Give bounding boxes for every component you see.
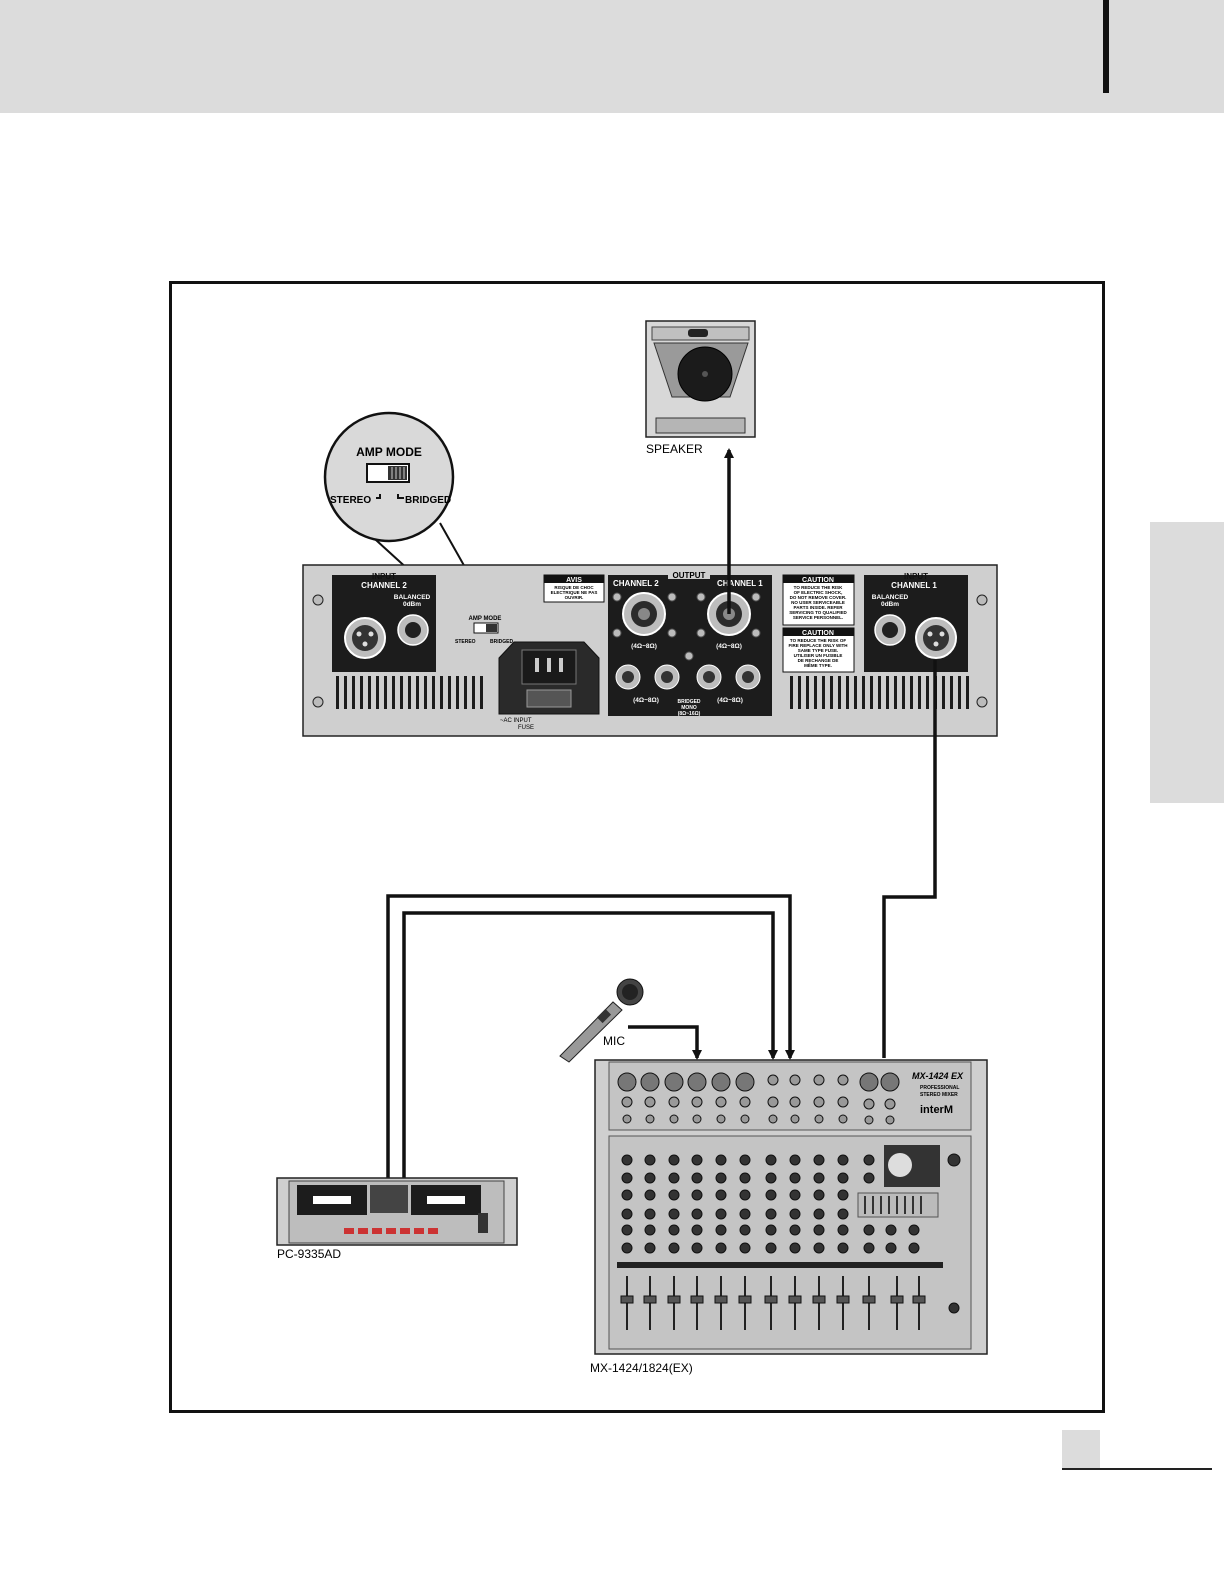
cable-mixer-to-amp xyxy=(882,660,937,1058)
page-number-box xyxy=(1062,1430,1100,1468)
amp-stereo-small: STEREO xyxy=(455,639,476,645)
speaker xyxy=(645,320,756,438)
amp-balanced-right: BALANCED xyxy=(872,594,909,601)
caution-1-title: CAUTION xyxy=(802,577,834,584)
amp-mode-small-label: AMP MODE xyxy=(469,616,502,622)
header-band xyxy=(0,0,1224,113)
amp-ac-input-label: ~AC INPUT xyxy=(500,718,532,724)
amp-level-right: 0dBm xyxy=(881,601,899,608)
diagram-frame xyxy=(169,281,1105,1413)
mixer-subtitle-1: PROFESSIONAL xyxy=(920,1085,959,1091)
side-tab xyxy=(1150,522,1224,803)
caution-2-line: FIRE REPLACE ONLY WITH xyxy=(788,643,847,648)
cable-mic-to-mixer xyxy=(628,1025,702,1060)
caution-1-line: SERVICE PERSONNEL. xyxy=(793,615,843,620)
amp-channel-1-label: CHANNEL 1 xyxy=(891,581,937,590)
amp-bridged-mono-1: BRIDGED xyxy=(677,699,700,705)
amp-terminal-right: (4Ω~8Ω) xyxy=(717,697,743,704)
mixer-model: MX-1424 EX xyxy=(912,1071,964,1081)
caution-2-title: CAUTION xyxy=(802,630,834,637)
cassette-label: PC-9335AD xyxy=(277,1247,341,1261)
avis-line-1: RISQUE DE CHOC xyxy=(554,585,594,590)
cable-cassette-to-mixer-inner xyxy=(402,911,778,1178)
caution-1-line: PARTS INSIDE. REFER xyxy=(794,605,844,610)
amp-terminal-left: (4Ω~8Ω) xyxy=(633,697,659,704)
binding-posts[interactable] xyxy=(615,664,761,690)
caution-2-line: TO REDUCE THE RISK OF xyxy=(790,638,846,643)
caution-1-line: SERVICING TO QUALIFIED xyxy=(789,610,847,615)
cable-cassette-to-mixer-outer xyxy=(386,894,795,1178)
amp-output-label: OUTPUT xyxy=(673,571,706,580)
fuse-holder[interactable] xyxy=(526,689,572,708)
caution-1-line: DO NOT REMOVE COVER. xyxy=(790,595,847,600)
amp-impedance-right: (4Ω~8Ω) xyxy=(716,643,742,650)
caution-2-line: DE RECHANGE DE xyxy=(798,658,839,663)
amp-mode-title: AMP MODE xyxy=(356,445,422,459)
mixer: MX-1424 EX PROFESSIONAL STEREO MIXER int… xyxy=(594,1059,988,1355)
caution-1-line: OF ELECTRIC SHOCK, xyxy=(794,590,843,595)
amp-mode-bridged: BRIDGED xyxy=(405,495,451,506)
amp-input-right-label: INPUT xyxy=(904,572,928,581)
avis-title: AVIS xyxy=(566,577,582,584)
mixer-subtitle-2: STEREO MIXER xyxy=(920,1092,958,1098)
amp-input-left-label: INPUT xyxy=(372,572,396,581)
amp-level-left: 0dBm xyxy=(403,601,421,608)
amp-bridged-mono-3: (8Ω~16Ω) xyxy=(678,711,701,717)
mixer-label: MX-1424/1824(EX) xyxy=(590,1361,693,1375)
microphone xyxy=(559,978,644,1063)
caution-1-line: TO REDUCE THE RISK xyxy=(794,585,843,590)
amp-balanced-left: BALANCED xyxy=(394,594,431,601)
header-tick-mark xyxy=(1103,0,1109,93)
caution-2-line: UTILISER UN FUSIBLE xyxy=(794,653,843,658)
amplifier-rear-panel: INPUT CHANNEL 2 BALANCED 0dBm AMP MODE S… xyxy=(302,564,998,737)
amp-mode-stereo: STEREO xyxy=(330,495,371,506)
page-footer-rule xyxy=(1062,1468,1212,1470)
cassette-deck xyxy=(276,1177,518,1246)
amp-bridged-small: BRIDGED xyxy=(490,639,513,645)
avis-line-2: ELECTRIQUE NE PAS xyxy=(551,590,598,595)
amp-impedance-left: (4Ω~8Ω) xyxy=(631,643,657,650)
caution-2-line: SAME TYPE FUSE. xyxy=(798,648,839,653)
caution-1-line: NO USER SERVICEABLE xyxy=(791,600,845,605)
avis-line-3: OUVRIR. xyxy=(565,595,584,600)
amp-channel-2-label: CHANNEL 2 xyxy=(361,581,407,590)
amp-out-ch1-label: CHANNEL 1 xyxy=(717,579,763,588)
amp-out-ch2-label: CHANNEL 2 xyxy=(613,579,659,588)
amp-bridged-mono-2: MONO xyxy=(681,705,697,711)
cables xyxy=(386,448,937,1178)
mixer-faders[interactable] xyxy=(620,1295,926,1304)
mixer-brand: interM xyxy=(920,1104,953,1116)
speaker-label: SPEAKER xyxy=(646,442,703,456)
caution-2-line: MÊME TYPE. xyxy=(804,661,832,668)
amp-fuse-label: FUSE xyxy=(518,725,534,731)
mic-label: MIC xyxy=(603,1034,625,1048)
